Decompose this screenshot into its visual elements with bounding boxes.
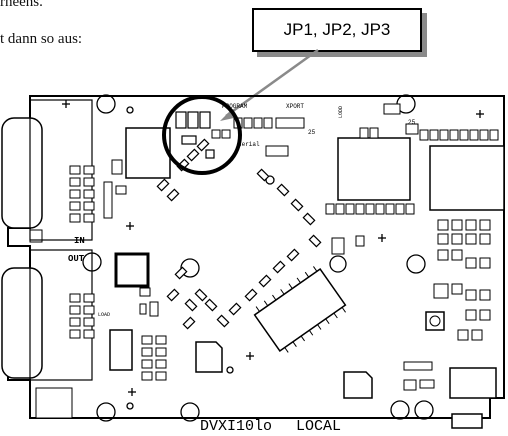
board-variant-label: LOCAL [296,418,341,435]
pcb-outline [7,95,505,419]
load-label: LOAD [98,312,110,318]
voltage-regulator [343,371,373,399]
passive-arrays [69,159,167,381]
in-port-label: IN [74,236,85,246]
board-model-label: DVXI10lo [200,418,272,435]
out-port-label: OUT [68,254,85,264]
document-text-line: t dann so aus: [0,31,83,47]
rj45-connector [429,145,505,211]
db-connector-out [1,267,43,379]
ic-chip-rotated [253,266,347,353]
lodd-label: LODD [338,106,344,118]
jumpers-jp1-jp2-jp3 [175,111,215,159]
voltage-regulator [195,341,223,373]
push-button-cap [429,315,441,327]
ic-chip-large [337,137,411,201]
small-component [29,229,43,243]
jumper-number-label: 25 [408,119,416,126]
connector-frame-out [29,249,93,381]
db-connector-in [1,117,43,229]
push-button [425,311,445,331]
program-header-label: PROGRAM [222,103,248,110]
power-jack [451,413,483,429]
polarity-marks [62,100,484,396]
callout-label: JP1, JP2, JP3 [283,20,391,39]
passive-components-diagonal [156,138,322,330]
power-component [449,367,497,399]
callout-arrow [225,48,319,118]
jumper-highlight-circle [162,95,242,175]
xport-label: XPORT [286,103,304,110]
document-text-line: rneens. [0,0,43,10]
serial-label: serial [238,141,260,148]
jumper-number-label: 25 [308,129,316,136]
right-side-components [35,219,491,419]
ic-chip-small [109,329,133,371]
jumper-callout-box: JP1, JP2, JP3 [252,8,422,52]
ic-chip-out [114,252,150,288]
header-pins [211,103,499,215]
